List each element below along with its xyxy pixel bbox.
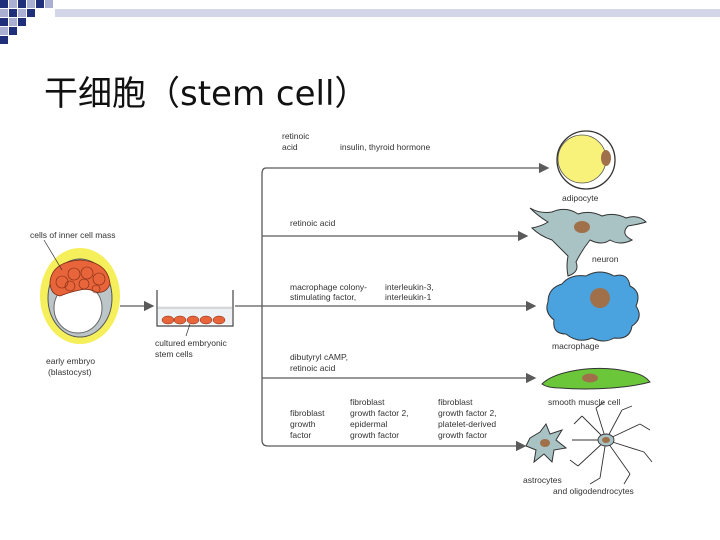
stem-cell: [161, 315, 175, 325]
icm-cell: [91, 284, 101, 294]
deco-square: [0, 36, 8, 44]
deco-square: [27, 0, 35, 8]
deco-square: [9, 27, 17, 35]
icm-cell: [67, 267, 81, 281]
stem-cell: [212, 315, 226, 325]
deco-square: [18, 0, 26, 8]
deco-square: [36, 0, 44, 8]
route3-factor-d: interleukin-1: [385, 292, 432, 302]
neuron-body: [529, 207, 647, 277]
label-cultured: cultured embryonic: [155, 338, 228, 348]
label-macrophage: macrophage: [552, 341, 600, 351]
adipocyte-lipid: [557, 134, 607, 184]
branch-arrows: [261, 162, 550, 452]
deco-square: [0, 18, 8, 26]
route3-factor-a: macrophage colony-: [290, 282, 367, 292]
label-adipocyte: adipocyte: [562, 193, 599, 203]
macrophage-cell: [546, 271, 640, 342]
route1-factor-c: insulin, thyroid hormone: [340, 142, 431, 152]
label-astrocytes: astrocytes: [523, 475, 562, 485]
deco-bar: [55, 9, 720, 17]
label-early-embryo: early embryo: [46, 356, 95, 366]
label-oligodendrocytes: and oligodendrocytes: [553, 486, 634, 496]
adipocyte-cell: [556, 130, 616, 190]
deco-square: [0, 0, 8, 8]
route5-factor-e: growth factor 2,: [350, 408, 409, 418]
macrophage-nucleus: [590, 288, 610, 308]
astrocyte-cell: [525, 422, 568, 464]
icm-cell: [64, 280, 76, 292]
oligodendrocyte-processes: [569, 401, 653, 485]
deco-square: [9, 9, 17, 17]
icm-cell: [80, 266, 94, 280]
deco-square: [18, 18, 26, 26]
route4-factor-a: dibutyryl cAMP,: [290, 352, 348, 362]
stem-cell: [173, 315, 187, 325]
trunk-line: [261, 167, 269, 447]
decorative-squares: [0, 0, 720, 44]
label-stem-cells: stem cells: [155, 349, 193, 359]
oligodendrocyte-cell: [569, 401, 653, 485]
route5-factor-c: factor: [290, 430, 311, 440]
culture-dish: [156, 290, 234, 337]
route5-factor-h: fibroblast: [438, 397, 473, 407]
adipocyte-nucleus: [601, 150, 611, 166]
icm-cell: [78, 278, 90, 290]
label-blastocyst: (blastocyst): [48, 367, 92, 377]
label-inner-cell-mass: cells of inner cell mass: [30, 230, 116, 240]
route5-factor-a: fibroblast: [290, 408, 325, 418]
slide-title: 干细胞（stem cell）: [44, 74, 369, 114]
deco-square: [0, 27, 8, 35]
route5-factor-i: growth factor 2,: [438, 408, 497, 418]
deco-square: [9, 18, 17, 26]
route2-factor: retinoic acid: [290, 218, 336, 228]
neuron-nucleus: [574, 221, 590, 233]
deco-square: [0, 9, 8, 17]
smooth-muscle-nucleus: [582, 373, 598, 383]
route4-factor-b: retinoic acid: [290, 363, 336, 373]
astrocyte-nucleus: [540, 439, 550, 447]
label-smooth-muscle: smooth muscle cell: [548, 397, 620, 407]
route1-factor-b: acid: [282, 142, 298, 152]
route5-factor-j: platelet-derived: [438, 419, 496, 429]
icm-cell: [92, 272, 106, 286]
deco-square: [45, 0, 53, 8]
route3-factor-b: stimulating factor,: [290, 292, 356, 302]
macrophage-body: [546, 271, 640, 342]
stem-cell: [186, 315, 200, 325]
route5-factor-g: growth factor: [350, 430, 399, 440]
deco-square: [18, 9, 26, 17]
route5-factor-k: growth factor: [438, 430, 487, 440]
stem-cell: [199, 315, 213, 325]
deco-square: [27, 9, 35, 17]
route1-factor-a: retinoic: [282, 131, 310, 141]
route5-factor-f: epidermal: [350, 419, 387, 429]
icm-pointer-line: [43, 239, 63, 271]
neuron-cell: [529, 207, 647, 277]
oligodendrocyte-nucleus: [602, 437, 610, 443]
dish-pointer-line: [185, 323, 191, 337]
squares-group: [0, 0, 53, 44]
route3-factor-c: interleukin-3,: [385, 282, 434, 292]
route5-factor-d: fibroblast: [350, 397, 385, 407]
deco-square: [9, 0, 17, 8]
smooth-muscle-cell: [541, 367, 651, 390]
label-neuron: neuron: [592, 254, 619, 264]
dish-outline: [156, 290, 234, 327]
route5-factor-b: growth: [290, 419, 316, 429]
blastocyst: [40, 239, 120, 344]
icm-cell: [55, 275, 69, 289]
